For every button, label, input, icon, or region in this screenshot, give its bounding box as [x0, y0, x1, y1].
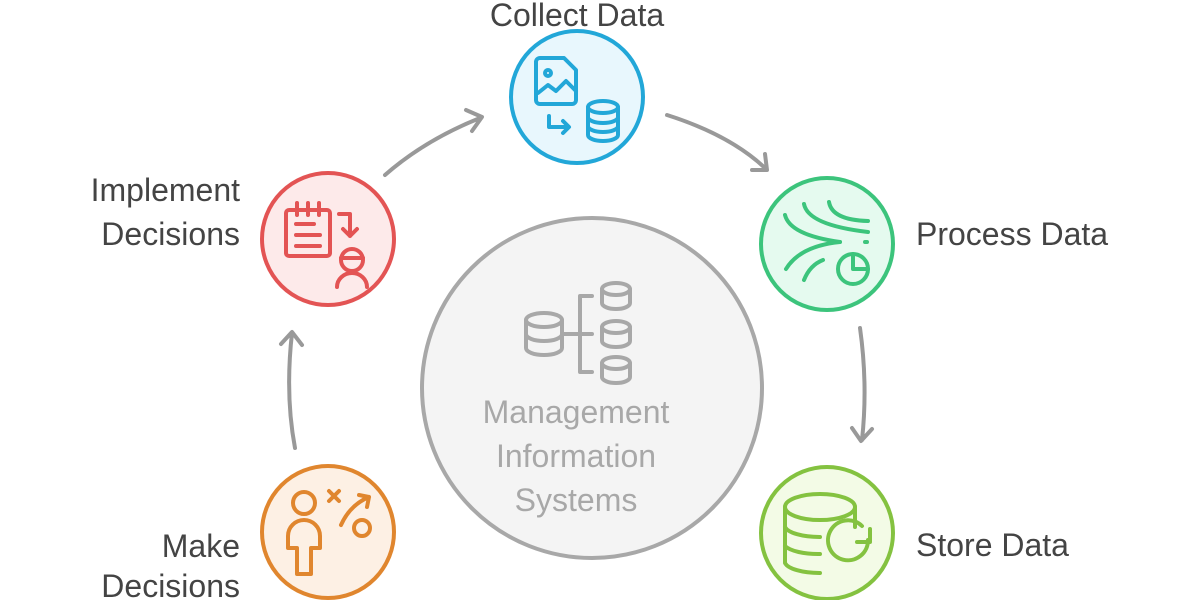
- notepad-to-person-icon: [284, 201, 369, 289]
- step-label-line-1: Implement: [91, 172, 241, 208]
- step-process-data: Process Data: [759, 176, 1108, 312]
- person-strategy-icon: [286, 489, 372, 576]
- step-label-line-1: Make: [162, 528, 240, 564]
- image-to-database-icon: [534, 56, 620, 143]
- step-store-data: Store Data: [759, 465, 1069, 600]
- center-title-line-1: Management: [483, 394, 670, 430]
- database-refresh-icon: [783, 492, 872, 576]
- database-hierarchy-icon: [524, 281, 632, 385]
- center-node: Management Information Systems: [420, 216, 764, 560]
- step-make-decisions: Make Decisions: [101, 464, 396, 600]
- step-collect-data: Collect Data: [490, 0, 665, 165]
- arrow-process-to-store: [850, 326, 874, 443]
- step-label: Store Data: [916, 527, 1069, 563]
- center-title-line-3: Systems: [515, 482, 638, 518]
- step-implement-decisions: Implement Decisions: [91, 171, 396, 307]
- step-label: Collect Data: [490, 0, 665, 33]
- arrow-implement-to-collect: [383, 108, 484, 177]
- step-label: Process Data: [916, 216, 1108, 252]
- arrow-make-to-implement: [279, 330, 304, 450]
- step-label-line-2: Decisions: [101, 568, 240, 600]
- step-label-line-2: Decisions: [101, 216, 240, 252]
- data-flow-chart-icon: [783, 200, 870, 286]
- arrow-collect-to-process: [665, 113, 769, 172]
- cycle-arrows: [279, 108, 874, 450]
- center-title-line-2: Information: [496, 438, 656, 474]
